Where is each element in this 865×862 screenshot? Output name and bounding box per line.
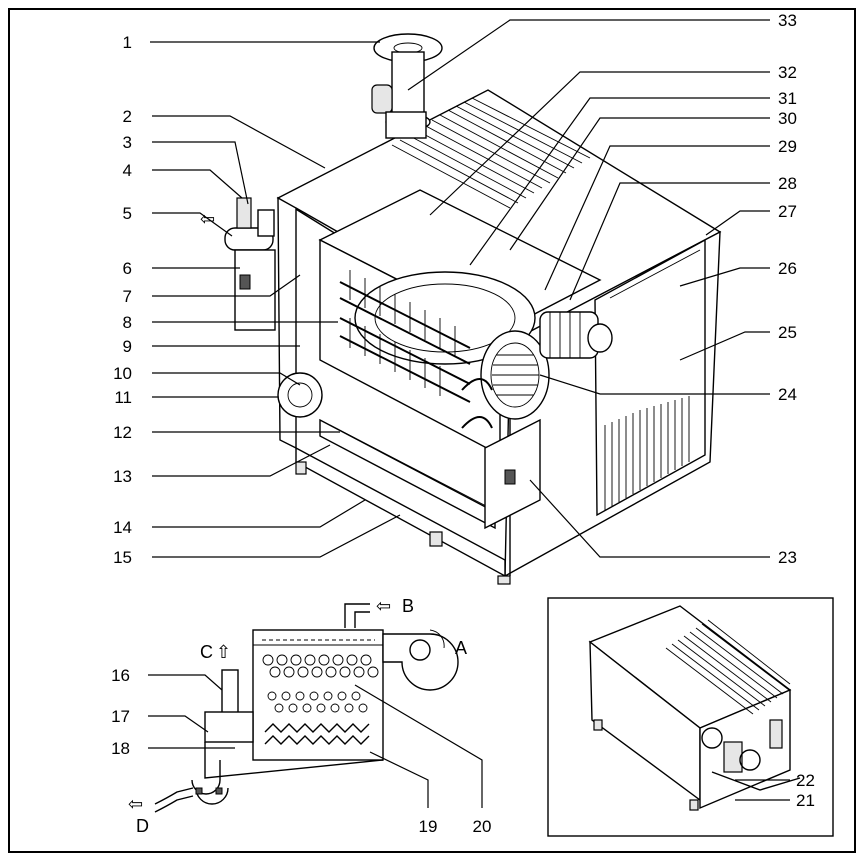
left-arrow-icon: ⇦ [376,596,391,616]
callout-14: 14 [113,518,132,537]
flue-pipe [371,33,443,139]
leader-lines [150,19,770,558]
callout-6: 6 [123,259,132,278]
callout-30: 30 [778,109,797,128]
callout-9: 9 [123,337,132,356]
callout-31: 31 [778,89,797,108]
callout-32: 32 [778,63,797,82]
callout-29: 29 [778,137,797,156]
boiler-housing [276,89,722,578]
callout-7: 7 [123,287,132,306]
flow-label-b: B [402,596,414,616]
side-fins [604,396,690,510]
callout-21: 21 [796,791,815,810]
heat-exchanger [318,189,602,530]
callout-23: 23 [778,548,797,567]
callout-20: 20 [473,817,492,836]
flow-diagram [148,603,483,813]
callout-3: 3 [123,133,132,152]
callout-16: 16 [111,666,130,685]
callout-15: 15 [113,548,132,567]
callout-24: 24 [778,385,797,404]
flow-label-c: C [200,642,213,662]
flow-label-a: A [455,638,467,658]
up-arrow-icon: ⇧ [216,642,231,662]
callout-labels: 1 2 3 4 5 6 7 8 9 10 11 12 13 14 15 33 3… [111,11,815,836]
callout-11: 11 [114,388,132,407]
feet [295,461,511,585]
pipe-connections [224,197,493,429]
callout-19: 19 [419,817,438,836]
callout-12: 12 [113,423,132,442]
callout-28: 28 [778,174,797,193]
callout-10: 10 [113,364,132,383]
left-arrow-icon: ⇦ [128,794,143,814]
callout-33: 33 [778,11,797,30]
blower-fan [480,311,613,420]
callout-25: 25 [778,323,797,342]
callout-27: 27 [778,202,797,221]
callout-5: 5 [123,204,132,223]
callout-8: 8 [123,313,132,332]
callout-13: 13 [113,467,132,486]
inset-view [547,597,834,837]
top-fins [391,97,591,209]
callout-1: 1 [123,33,132,52]
control-box [484,418,541,530]
callout-18: 18 [111,739,130,758]
callout-17: 17 [111,707,130,726]
callout-4: 4 [123,161,132,180]
diagram-frame [8,8,856,853]
callout-26: 26 [778,259,797,278]
flow-label-d: D [136,816,149,836]
callout-2: 2 [123,107,132,126]
left-arrow-icon: ⇦ [200,209,215,229]
callout-22: 22 [796,771,815,790]
